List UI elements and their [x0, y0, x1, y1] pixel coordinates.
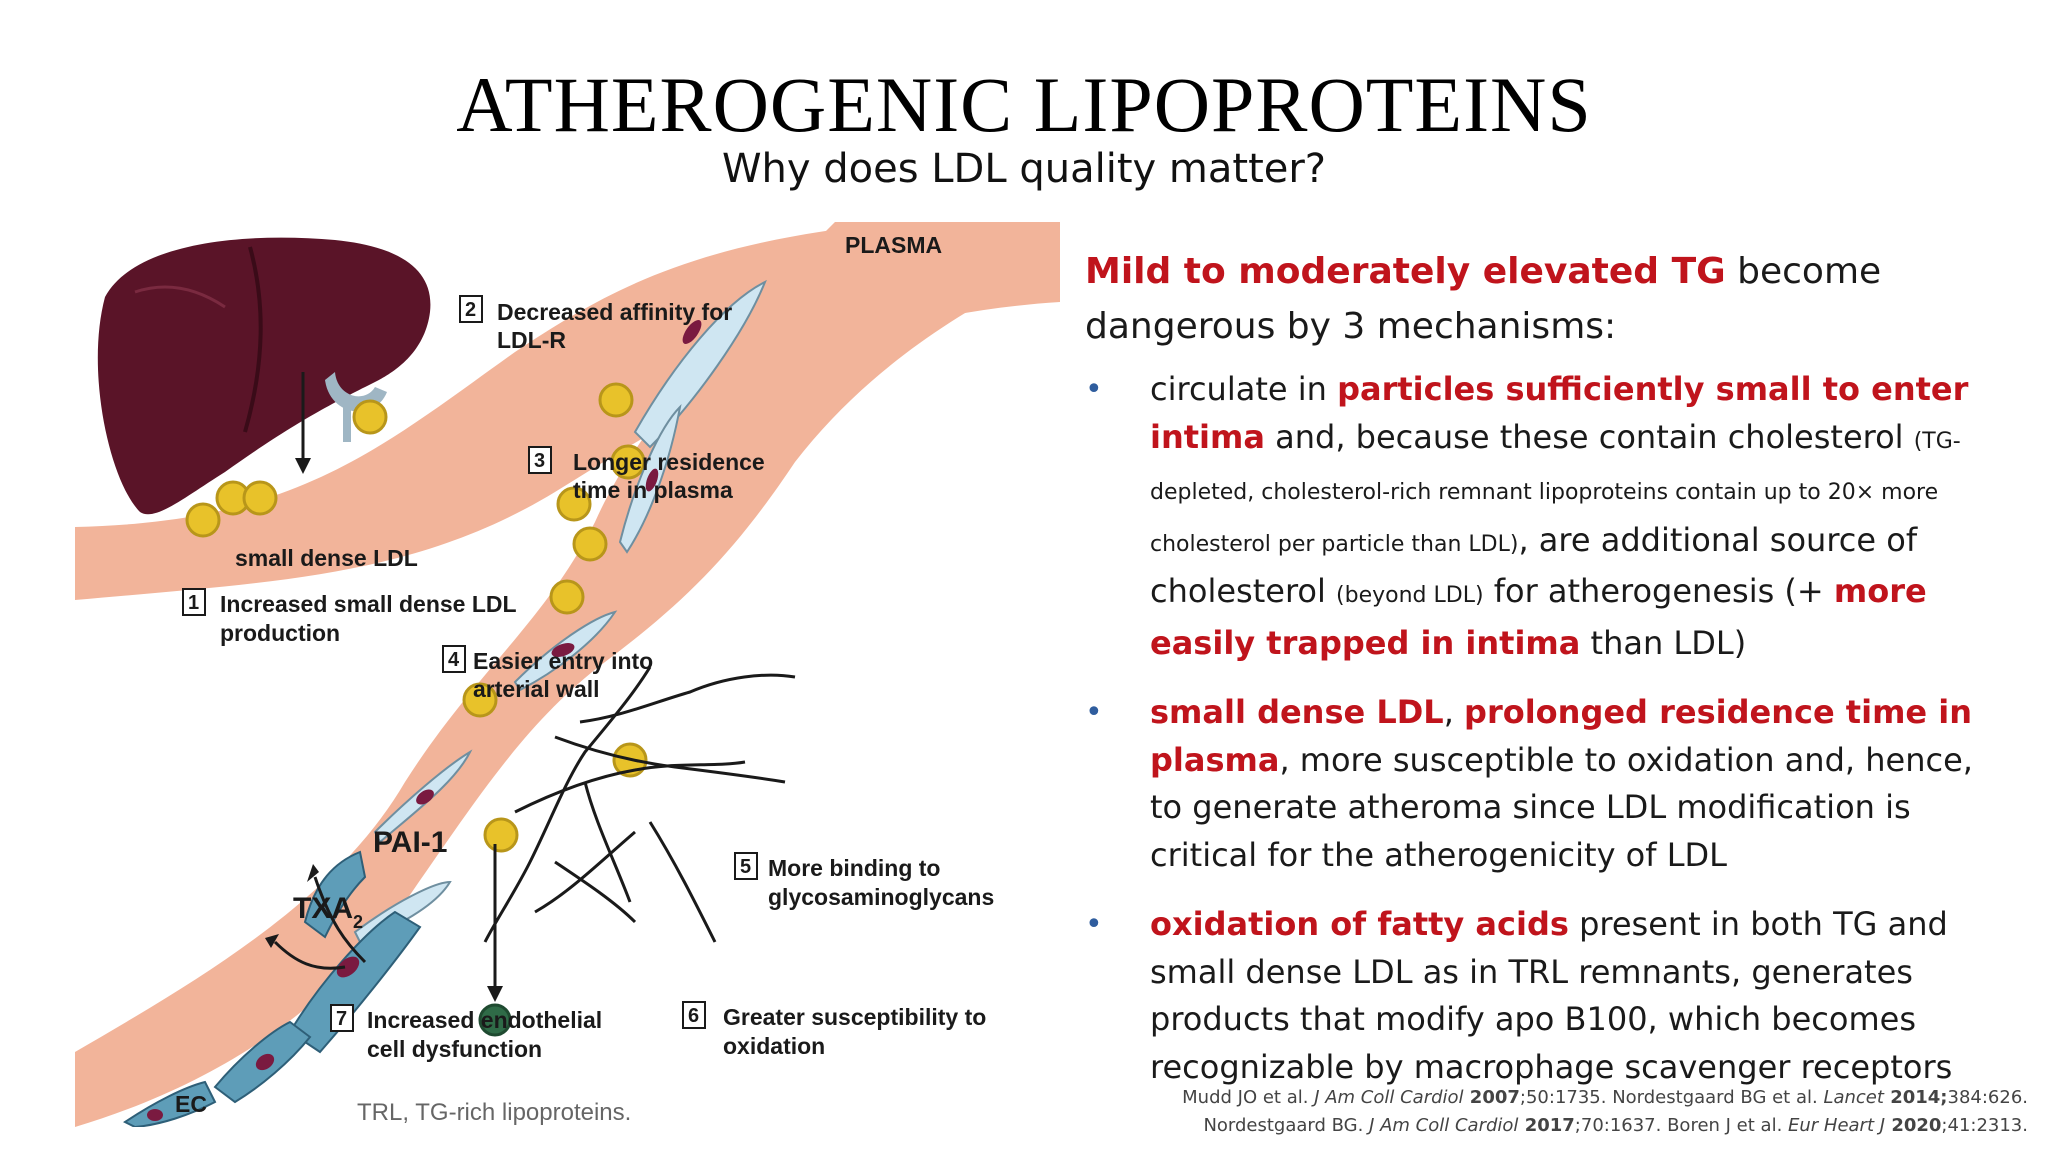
- svg-text:Easier entry into: Easier entry into: [473, 648, 653, 674]
- ldl-particles: [185, 382, 648, 853]
- reference-line-1: Mudd JO et al. J Am Coll Cardiol 2007;50…: [1182, 1087, 2028, 1108]
- svg-text:LDL-R: LDL-R: [497, 327, 566, 353]
- svg-text:Greater susceptibility to: Greater susceptibility to: [723, 1004, 986, 1030]
- pai1-label: PAI-1: [373, 826, 447, 859]
- mechanism-1: • circulate in particles sufficiently sm…: [1085, 366, 2015, 667]
- mechanisms-panel: Mild to moderately elevated TG become da…: [1085, 244, 2015, 1113]
- ldl-mechanism-diagram: PLASMA small dense LDL 2 Decreased affin…: [75, 222, 1060, 1127]
- svg-text:7: 7: [336, 1008, 347, 1030]
- svg-text:glycosaminoglycans: glycosaminoglycans: [768, 884, 994, 910]
- svg-text:More binding to: More binding to: [768, 855, 940, 881]
- reference-line-2: Nordestgaard BG. J Am Coll Cardiol 2017;…: [1203, 1115, 2028, 1136]
- svg-text:1: 1: [188, 592, 199, 614]
- svg-text:5: 5: [740, 856, 751, 878]
- glycosaminoglycan-fibres: [483, 666, 796, 943]
- svg-text:Longer residence: Longer residence: [573, 449, 765, 475]
- mechanism-3: • oxidation of fatty acids present in bo…: [1085, 901, 2015, 1091]
- step-2: 2 Decreased affinity for LDL-R: [459, 295, 732, 353]
- step-3: 3 Longer residence time in plasma: [528, 446, 765, 503]
- page-subtitle: Why does LDL quality matter?: [721, 146, 1327, 192]
- svg-text:4: 4: [448, 649, 460, 671]
- step-1: 1 Increased small dense LDL production: [182, 588, 517, 646]
- bullet-icon: •: [1085, 907, 1103, 942]
- smooth-muscle-cells: [353, 279, 767, 944]
- plasma-label: PLASMA: [845, 232, 942, 258]
- step-4: 4 Easier entry into arterial wall: [442, 645, 653, 702]
- txa2-label: TXA2: [293, 892, 363, 932]
- liver-icon: [97, 237, 431, 515]
- svg-text:time in plasma: time in plasma: [573, 477, 733, 503]
- lead-statement: Mild to moderately elevated TG become da…: [1085, 251, 1882, 347]
- mechanism-list: • circulate in particles sufficiently sm…: [1085, 366, 2015, 1091]
- svg-text:Decreased affinity for: Decreased affinity for: [497, 299, 732, 325]
- svg-text:production: production: [220, 620, 340, 646]
- svg-text:cell dysfunction: cell dysfunction: [367, 1036, 542, 1062]
- small-dense-ldl-label: small dense LDL: [235, 545, 418, 571]
- svg-text:Increased small dense LDL: Increased small dense LDL: [220, 591, 517, 617]
- ec-label: EC: [175, 1091, 207, 1117]
- mechanism-2: • small dense LDL, prolonged residence t…: [1085, 689, 2015, 879]
- trl-footnote: TRL, TG-rich lipoproteins.: [357, 1099, 632, 1126]
- page-title: ATHEROGENIC LIPOPROTEINS: [456, 61, 1592, 148]
- references: Mudd JO et al. J Am Coll Cardiol 2007;50…: [1182, 1084, 2028, 1140]
- bullet-icon: •: [1085, 695, 1103, 730]
- step-5: 5 More binding to glycosaminoglycans: [734, 852, 994, 910]
- bullet-icon: •: [1085, 372, 1103, 407]
- svg-text:Increased endothelial: Increased endothelial: [367, 1007, 602, 1033]
- svg-text:arterial wall: arterial wall: [473, 676, 600, 702]
- svg-text:oxidation: oxidation: [723, 1033, 825, 1059]
- svg-text:6: 6: [688, 1005, 699, 1027]
- svg-text:3: 3: [534, 450, 545, 472]
- step-6: 6 Greater susceptibility to oxidation: [682, 1001, 986, 1059]
- svg-text:2: 2: [465, 299, 476, 321]
- step-7: 7 Increased endothelial cell dysfunction: [330, 1004, 602, 1062]
